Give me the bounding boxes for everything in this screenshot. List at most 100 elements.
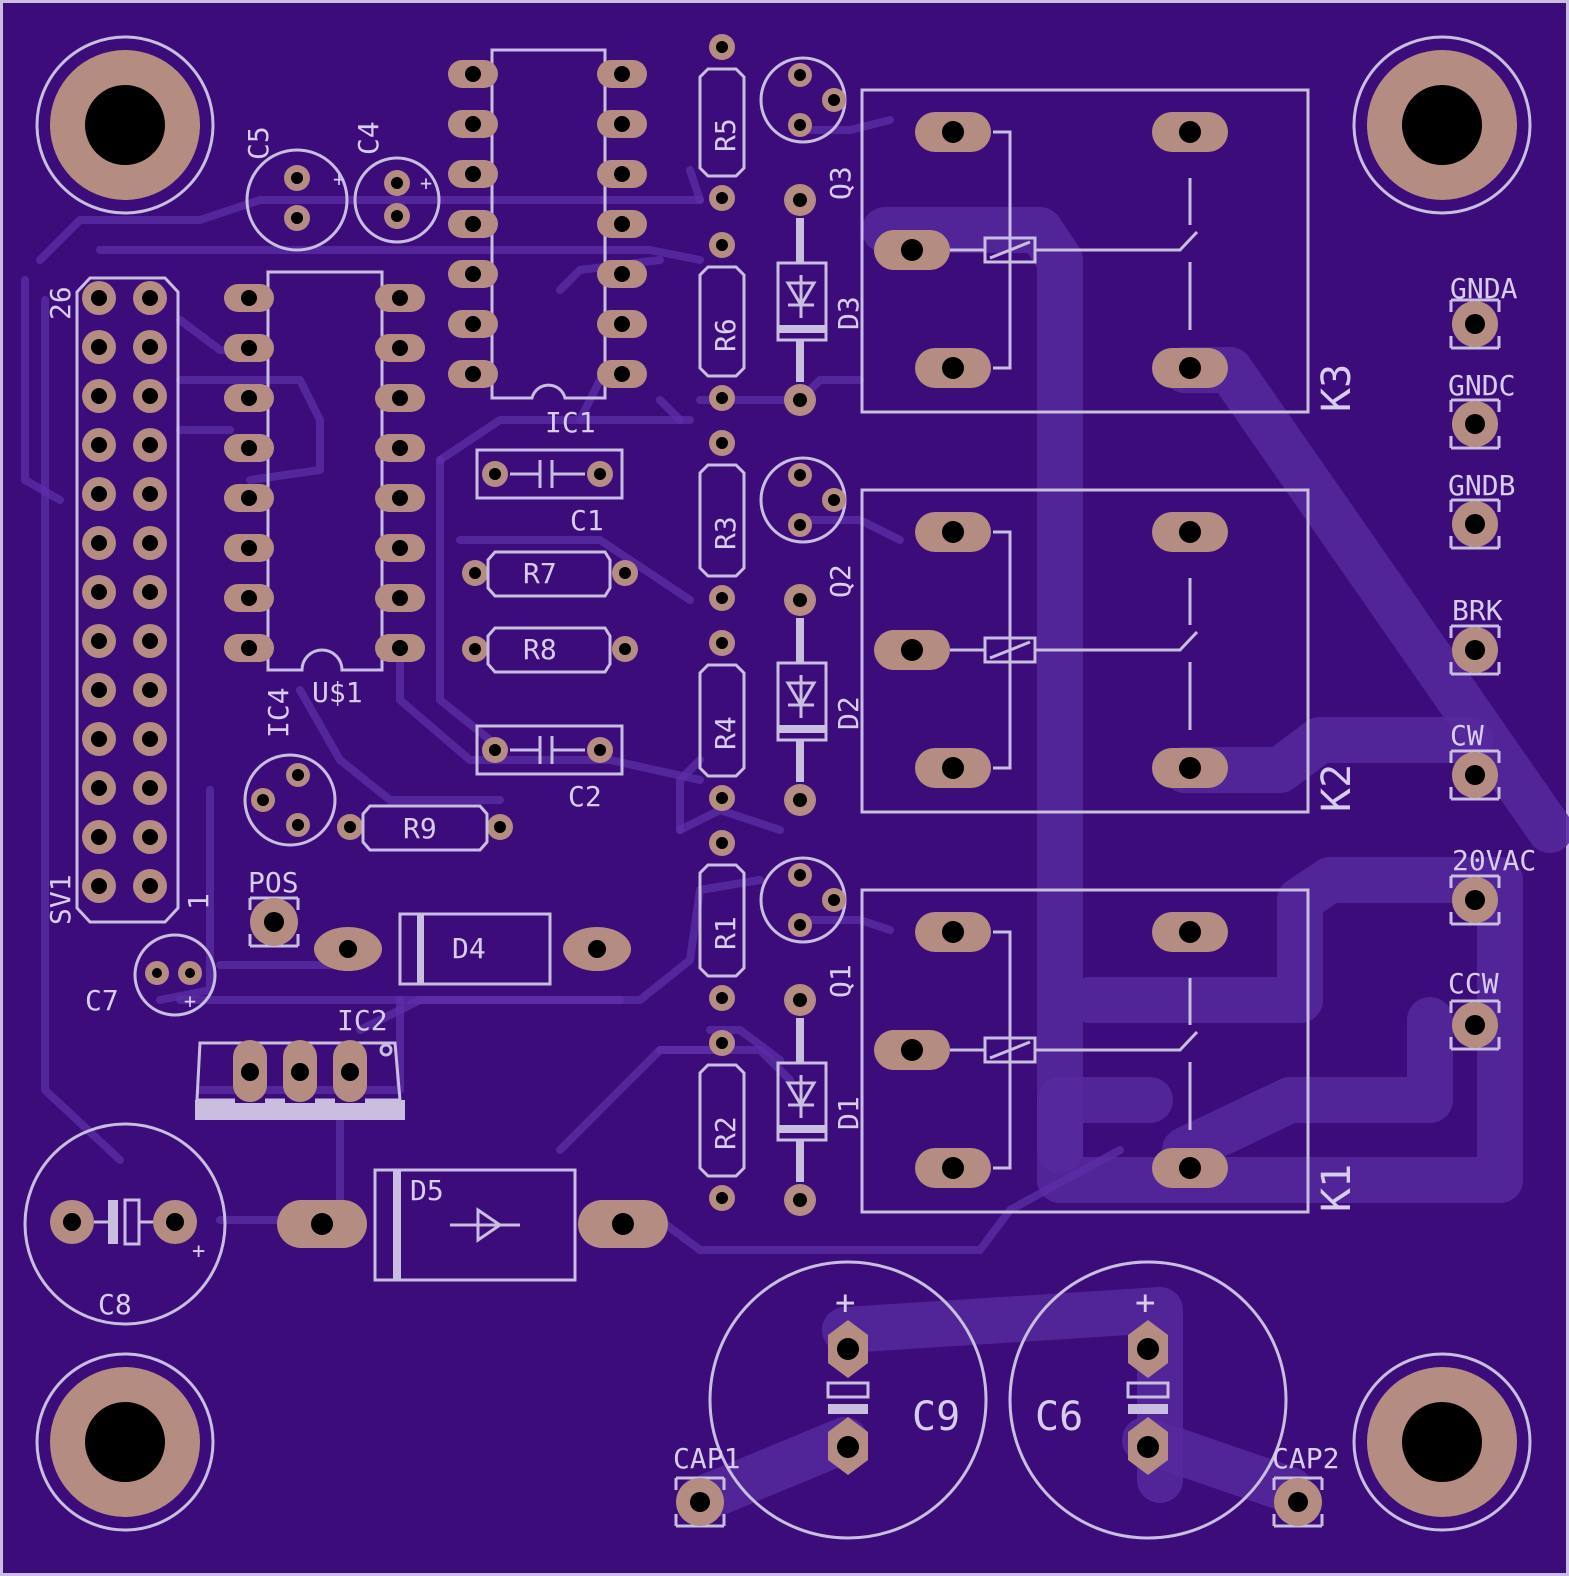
diode-pad <box>784 784 816 816</box>
relay-pad <box>915 748 991 788</box>
resistor-pad <box>709 585 735 611</box>
label-r1: R1 <box>709 916 742 950</box>
label-c5: C5 <box>242 126 275 160</box>
pad-gndb <box>1449 498 1501 550</box>
label-us1: U$1 <box>312 676 363 709</box>
label-c7: C7 <box>85 984 119 1017</box>
ic4-pin <box>375 584 425 612</box>
resistor <box>698 830 746 1011</box>
ic4-pin <box>224 334 274 362</box>
c5-plus: + <box>333 167 345 191</box>
resistor-pad <box>709 785 735 811</box>
ic1-pin <box>448 60 498 88</box>
sv1-pin <box>133 428 167 462</box>
sv1-pin <box>82 673 116 707</box>
ic1-pin <box>448 360 498 388</box>
capacitor-c2 <box>475 724 624 776</box>
mounting-hole-top-right <box>1352 35 1532 215</box>
label-gndc: GNDC <box>1448 369 1515 402</box>
relay-pad <box>915 348 991 388</box>
ic4-dip <box>224 270 425 672</box>
transistor-pad <box>788 513 812 537</box>
sv1-pin <box>82 575 116 609</box>
c9-plus: + <box>835 1283 855 1323</box>
label-gnda: GNDA <box>1450 272 1518 305</box>
resistor-pad <box>709 630 735 656</box>
sv1-pin <box>82 477 116 511</box>
transistor-pad <box>822 88 846 112</box>
relay-pad <box>1152 112 1228 152</box>
relay-pad <box>1152 348 1228 388</box>
capacitor-c5: + <box>245 148 349 252</box>
label-ccw: CCW <box>1448 967 1499 1000</box>
ic4-pin <box>224 634 274 662</box>
ic1-pin <box>448 110 498 138</box>
ic1-pin <box>597 60 647 88</box>
relay-pad <box>1152 512 1228 552</box>
relay <box>860 888 1310 1214</box>
resistor <box>698 430 746 611</box>
ic4-pin <box>375 334 425 362</box>
sv1-pin <box>133 673 167 707</box>
relay <box>860 488 1310 814</box>
resistor-r9 <box>337 804 513 852</box>
ic1-pin <box>597 160 647 188</box>
ic1-pin <box>597 260 647 288</box>
label-c9: C9 <box>912 1394 960 1440</box>
label-q1: Q1 <box>824 964 857 998</box>
label-sv1-pin26: 26 <box>44 286 77 320</box>
sv1-pin <box>82 526 116 560</box>
c4-plus: + <box>420 171 432 195</box>
label-ic2: IC2 <box>337 1004 388 1037</box>
diode-d5 <box>277 1168 668 1282</box>
transistor-diode-column <box>759 56 847 1216</box>
label-r9: R9 <box>403 812 437 845</box>
label-r8: R8 <box>523 633 557 666</box>
transistor <box>759 456 847 544</box>
label-c2: C2 <box>568 780 602 813</box>
resistor-pad <box>709 985 735 1011</box>
relay-pad <box>874 230 950 270</box>
resistor-pad <box>709 385 735 411</box>
pad-cap1 <box>674 1476 726 1528</box>
sv1-pin <box>133 624 167 658</box>
capacitor-c1 <box>475 448 624 500</box>
label-r7: R7 <box>523 557 557 590</box>
sv1-pin <box>133 722 167 756</box>
relay-pad <box>915 912 991 952</box>
diode-pad <box>784 184 816 216</box>
mounting-hole-bottom-left <box>35 1352 215 1532</box>
sv1-pin <box>133 281 167 315</box>
pad-pos <box>248 896 300 948</box>
transistor-pad <box>788 863 812 887</box>
diode <box>776 984 828 1216</box>
relay-pad <box>874 1030 950 1070</box>
label-d1: D1 <box>832 1096 865 1130</box>
relay-pad <box>915 512 991 552</box>
label-c8: C8 <box>98 1288 132 1321</box>
ic2-regulator <box>195 1040 405 1120</box>
sv1-pin <box>82 771 116 805</box>
label-sv1-pin1: 1 <box>182 893 215 910</box>
c8-plus: + <box>192 1239 205 1264</box>
ic1-dip <box>448 48 647 400</box>
ic4-pin <box>375 484 425 512</box>
label-20vac: 20VAC <box>1452 844 1536 877</box>
diode-pad <box>784 984 816 1016</box>
label-q3: Q3 <box>824 166 857 200</box>
ic4-pin <box>375 434 425 462</box>
label-r6: R6 <box>709 318 742 352</box>
ic4-pin <box>224 434 274 462</box>
mounting-hole-top-left <box>35 35 215 215</box>
label-pos: POS <box>248 866 299 899</box>
ic1-pin <box>597 360 647 388</box>
relay <box>860 88 1310 414</box>
relay-pad <box>915 1148 991 1188</box>
label-c1: C1 <box>570 504 604 537</box>
transistor-pad <box>822 888 846 912</box>
ic1-pin <box>597 110 647 138</box>
sv1-pin <box>133 477 167 511</box>
label-r2: R2 <box>709 1116 742 1150</box>
label-q2: Q2 <box>824 564 857 598</box>
